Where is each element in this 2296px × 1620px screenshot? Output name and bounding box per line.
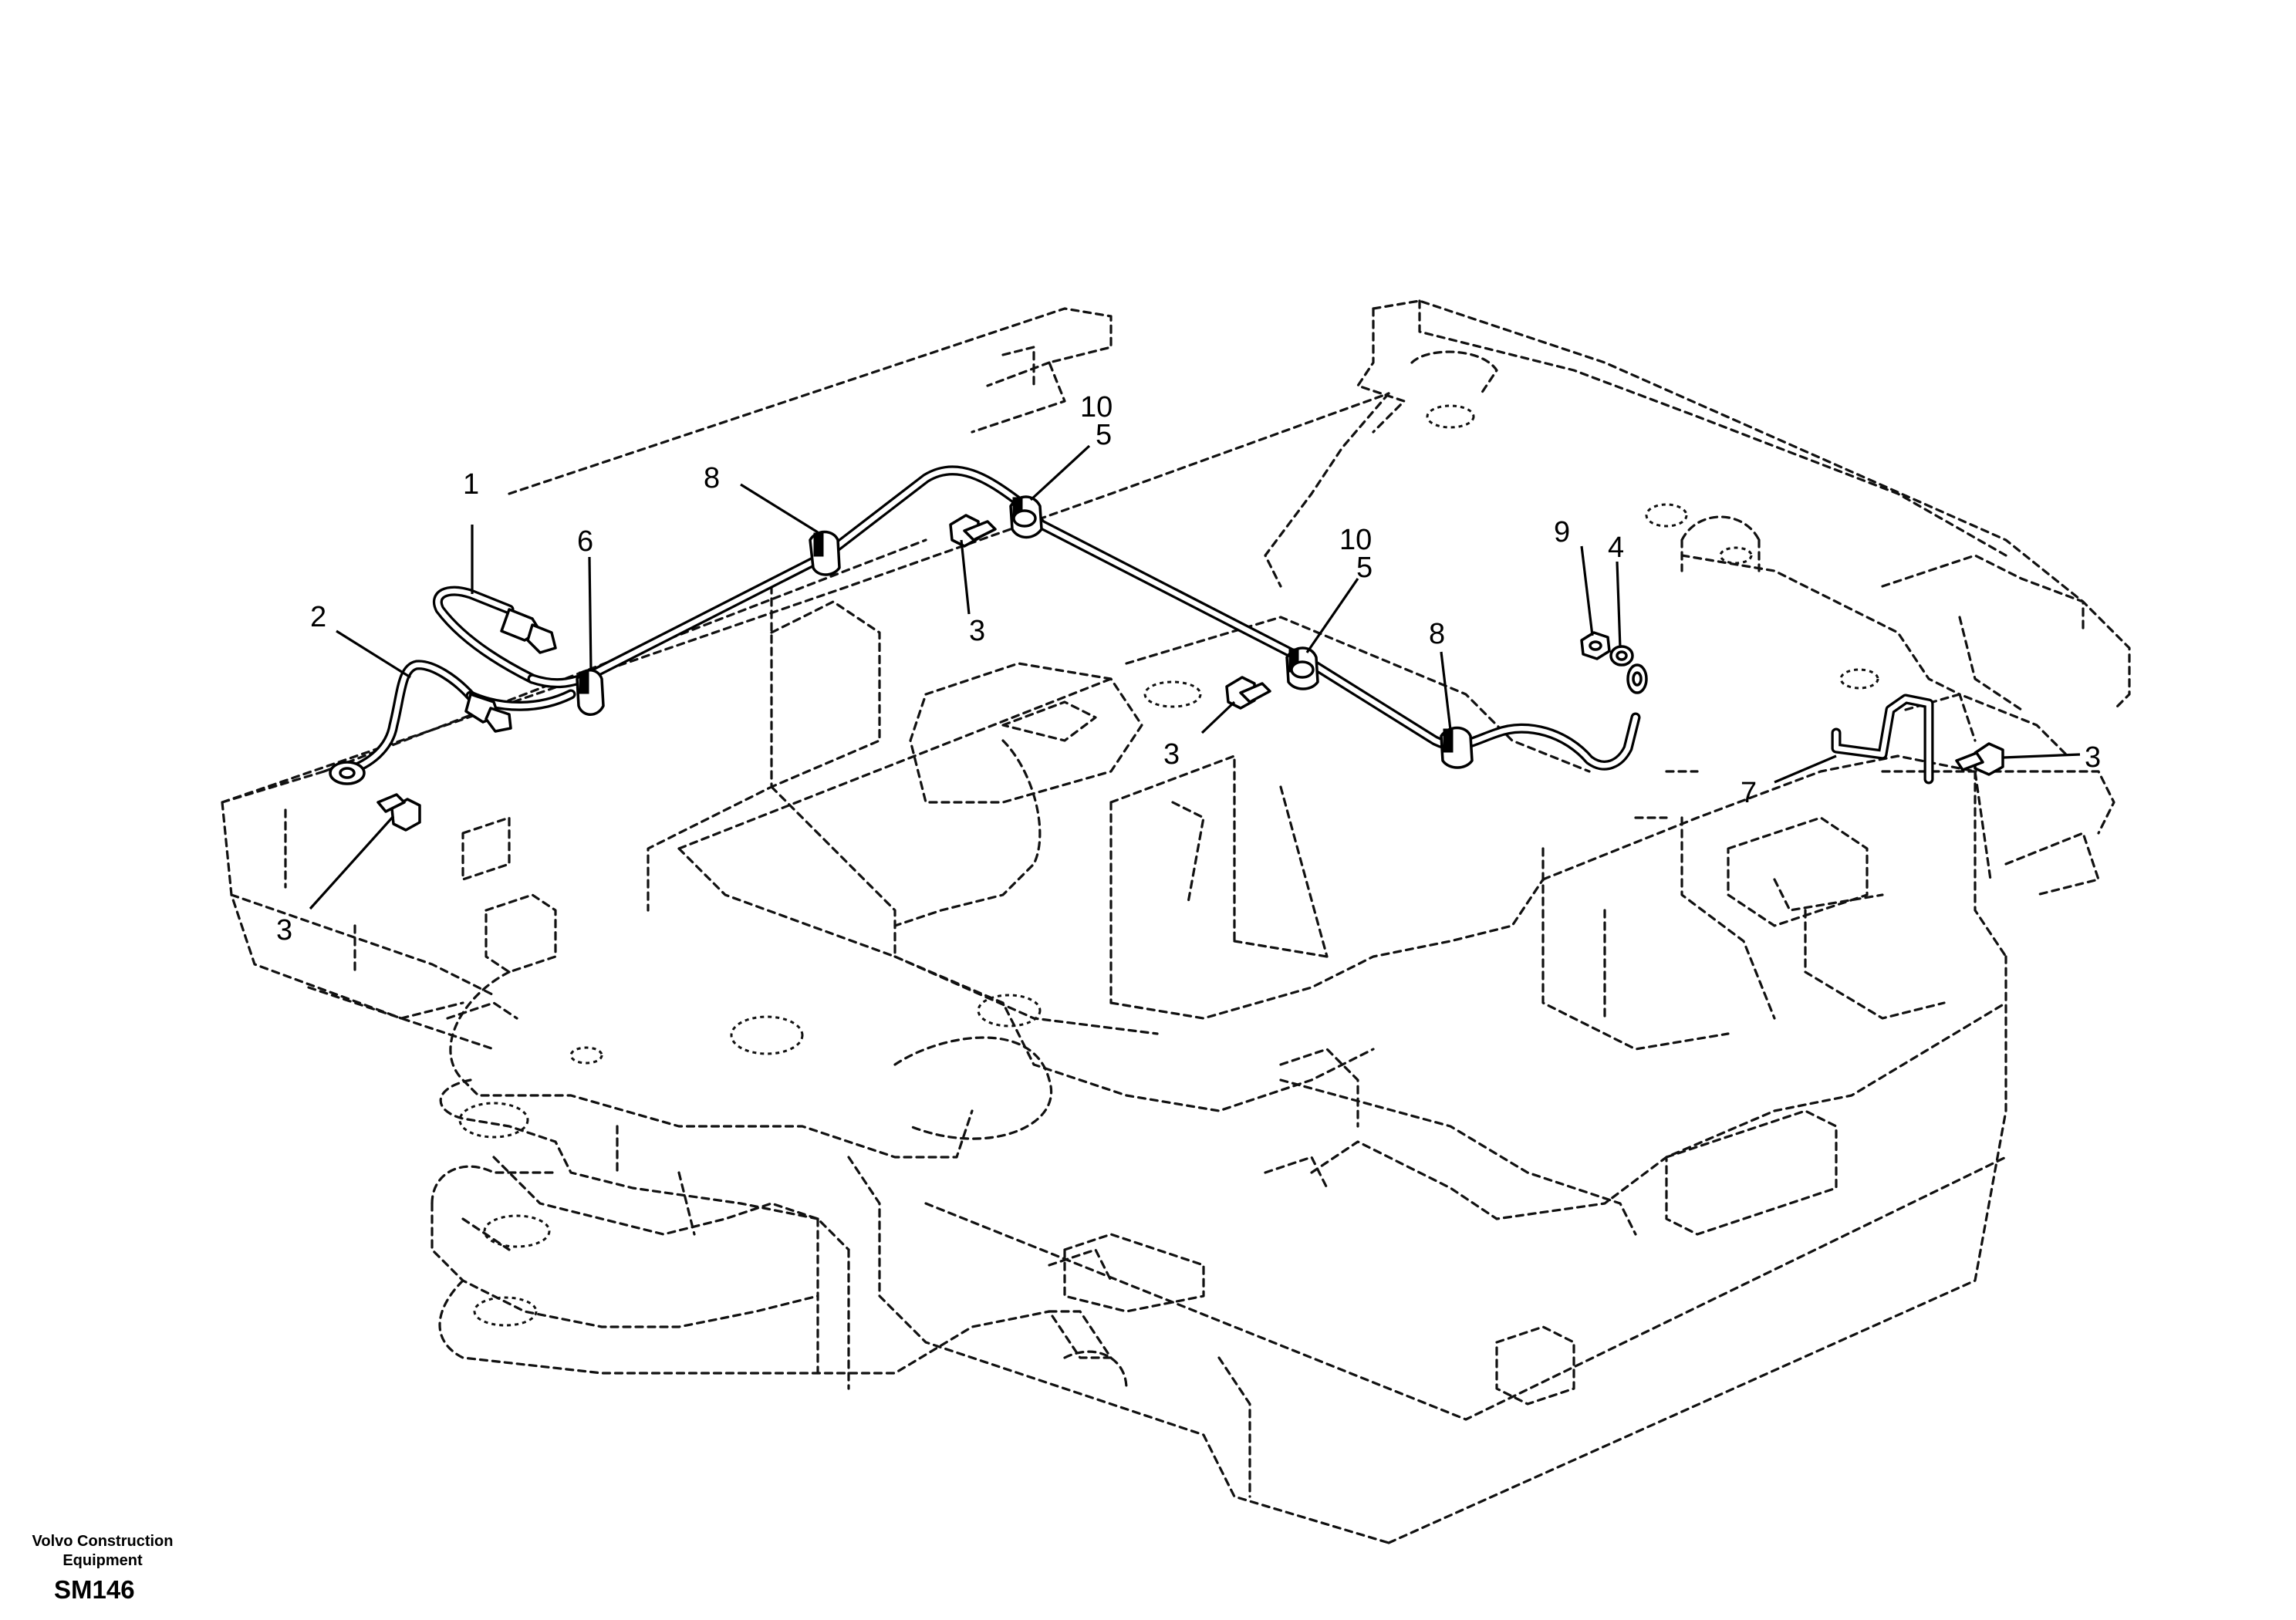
callout-3-upper: 3 [969,615,985,647]
callout-10-middle: 10 [1339,524,1372,556]
callout-5-middle: 5 [1356,552,1373,584]
bolt-left [376,793,421,832]
callout-8-left: 8 [704,462,720,494]
callout-4: 4 [1608,532,1624,564]
callout-2: 2 [310,601,326,633]
callout-7: 7 [1741,777,1757,809]
callout-6: 6 [577,525,593,558]
callout-10-upper: 10 [1080,391,1113,424]
frame-outline [221,299,2131,1544]
callout-3-middle: 3 [1163,738,1180,771]
callout-9: 9 [1554,516,1570,548]
bolt-middle [1225,676,1271,710]
callout-1: 1 [463,468,479,501]
fittings [329,495,2004,832]
callout-8-right: 8 [1429,618,1445,650]
bent-bracket [1831,694,1934,785]
callout-5-upper: 5 [1096,419,1112,451]
bolt-upper [949,514,997,548]
sheet-code: SM146 [54,1575,135,1604]
callout-3-right: 3 [2085,741,2101,774]
callout-labels: 1 2 3 6 8 3 10 5 10 5 3 8 9 4 7 3 [276,391,2101,947]
brand-line-2: Equipment [62,1552,143,1569]
callout-3-left: 3 [276,914,292,947]
leader-lines [309,444,2081,910]
frame-holes [458,404,1879,1327]
brand-caption: Volvo Construction Equipment [14,1532,191,1571]
brand-line-1: Volvo Construction [32,1533,174,1550]
bolt-right [1955,742,2004,776]
